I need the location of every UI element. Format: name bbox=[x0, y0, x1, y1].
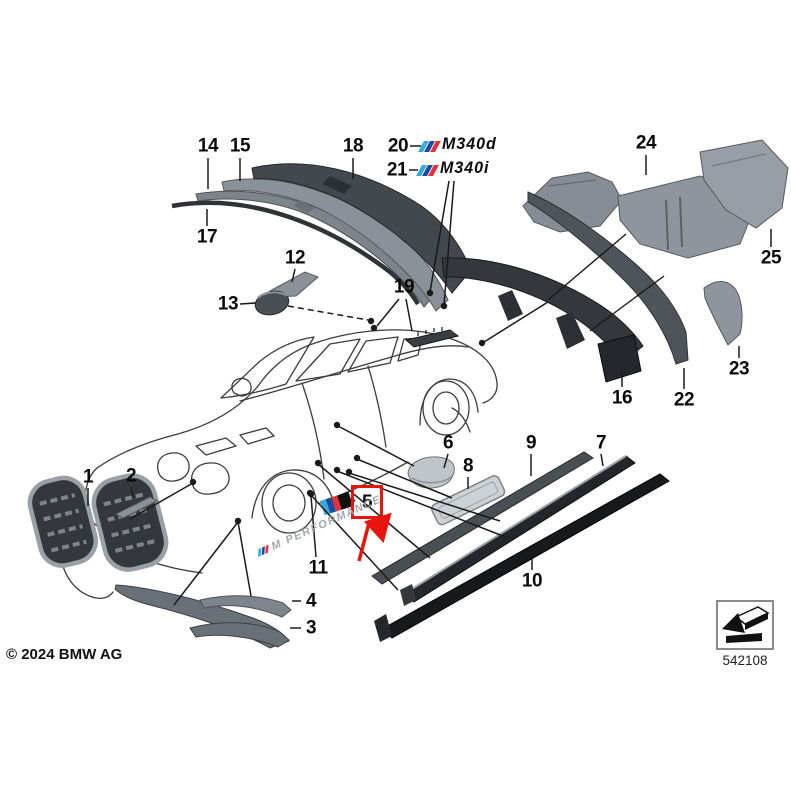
highlight-arrow bbox=[357, 512, 392, 562]
door-sill-strip-8 bbox=[430, 475, 506, 526]
part-label-25[interactable]: 25 bbox=[760, 247, 782, 269]
part-label-10[interactable]: 10 bbox=[521, 570, 543, 592]
part-label-1[interactable]: 1 bbox=[82, 466, 94, 488]
part-label-24[interactable]: 24 bbox=[635, 132, 657, 154]
diagram-code: 542108 bbox=[722, 653, 768, 668]
m-stripes-icon bbox=[257, 544, 271, 557]
part-label-9[interactable]: 9 bbox=[525, 432, 537, 454]
callout-dots bbox=[189, 289, 486, 525]
part-label-21[interactable]: 21 bbox=[386, 159, 408, 181]
part-label-17[interactable]: 17 bbox=[196, 226, 218, 248]
part-label-6[interactable]: 6 bbox=[442, 432, 454, 454]
diagram-thumbnail[interactable] bbox=[716, 600, 774, 650]
part-label-12[interactable]: 12 bbox=[284, 247, 306, 269]
front-splitter-3 bbox=[189, 622, 290, 648]
front-splitter-4 bbox=[199, 595, 292, 618]
part-label-22[interactable]: 22 bbox=[673, 389, 695, 411]
m-flag-badge-5 bbox=[320, 491, 354, 516]
rear-diffuser-23 bbox=[703, 281, 743, 346]
rear-diffuser-22 bbox=[527, 191, 689, 365]
part-label-15[interactable]: 15 bbox=[229, 135, 251, 157]
assembly-line bbox=[547, 233, 665, 332]
part-label-11[interactable]: 11 bbox=[308, 557, 328, 579]
part-label-7[interactable]: 7 bbox=[595, 432, 607, 454]
part-label-14[interactable]: 14 bbox=[197, 135, 219, 157]
side-sill-10 bbox=[374, 473, 670, 642]
side-sill-7 bbox=[400, 455, 636, 606]
m-stripes-icon bbox=[416, 165, 439, 176]
highlight-box-part-5[interactable]: 5 bbox=[351, 485, 383, 519]
part-label-19[interactable]: 19 bbox=[393, 276, 415, 298]
mirror-cap-6 bbox=[407, 456, 455, 489]
m340d-badge: M340d bbox=[418, 135, 497, 154]
rear-diffuser-25 bbox=[699, 139, 789, 229]
part-label-5[interactable]: 5 bbox=[361, 491, 373, 513]
part-label-16[interactable]: 16 bbox=[611, 387, 633, 409]
part-label-2[interactable]: 2 bbox=[125, 465, 137, 487]
rear-spoiler-15 bbox=[221, 178, 449, 312]
part-label-23[interactable]: 23 bbox=[728, 358, 750, 380]
page-arrow-icon bbox=[722, 606, 770, 643]
part-label-4[interactable]: 4 bbox=[305, 590, 317, 612]
badge-text-m340d: M340d bbox=[442, 135, 497, 154]
part-label-3[interactable]: 3 bbox=[305, 617, 317, 639]
copyright-text: © 2024 BMW AG bbox=[6, 646, 123, 663]
kidney-grille-1 bbox=[27, 473, 169, 572]
rear-wing-16 bbox=[441, 257, 644, 383]
mirror-cap-13 bbox=[254, 290, 290, 316]
trunk-spoiler-19 bbox=[404, 327, 460, 348]
m340i-badge: M340i bbox=[416, 159, 490, 178]
part-label-8[interactable]: 8 bbox=[462, 455, 474, 477]
callout-lines bbox=[87, 145, 772, 629]
part-label-20[interactable]: 20 bbox=[387, 135, 409, 157]
part-label-18[interactable]: 18 bbox=[342, 135, 364, 157]
m-stripes-icon bbox=[418, 141, 441, 152]
side-sill-9 bbox=[371, 451, 594, 585]
grille-trim-2 bbox=[114, 496, 159, 519]
badge-text-m340i: M340i bbox=[440, 159, 490, 178]
rear-spoiler-17 bbox=[171, 200, 420, 306]
part-label-13[interactable]: 13 bbox=[217, 293, 239, 315]
